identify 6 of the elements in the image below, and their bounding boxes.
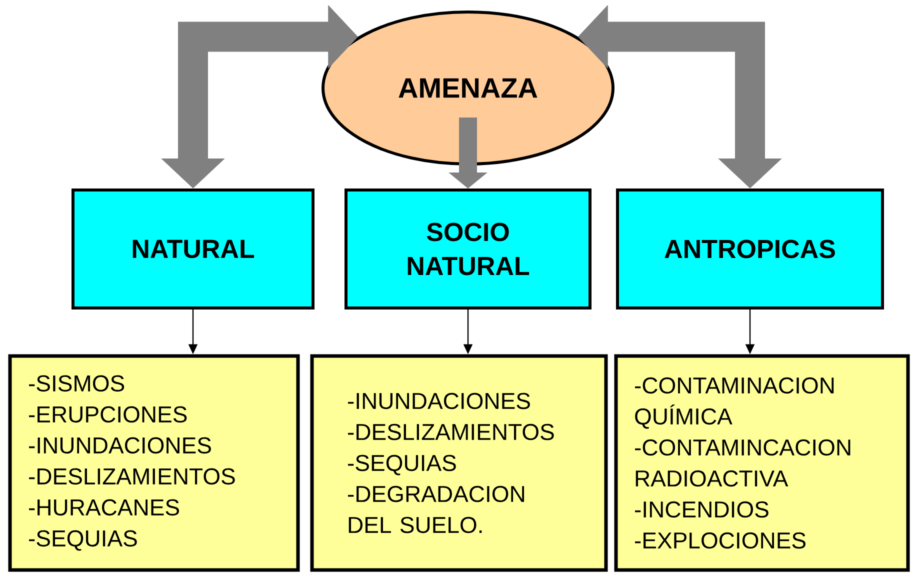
category-box: NATURAL xyxy=(72,188,314,310)
category-box: SOCIO NATURAL xyxy=(344,188,592,310)
list-box: -CONTAMINACION QUÍMICA -CONTAMINCACION RADIOACTIVA -INCENDIOS -EXPLOCIONES xyxy=(614,354,910,572)
list-box: -INUNDACIONES -DESLIZAMIENTOS -SEQUIAS -DEGRADACION DEL SUELO. xyxy=(310,354,608,572)
category-box: ANTROPICAS xyxy=(616,188,884,310)
list-box: -SISMOS -ERUPCIONES -INUNDACIONES -DESLIZAMIENTOS -HURACANES -SEQUIAS xyxy=(8,354,300,572)
